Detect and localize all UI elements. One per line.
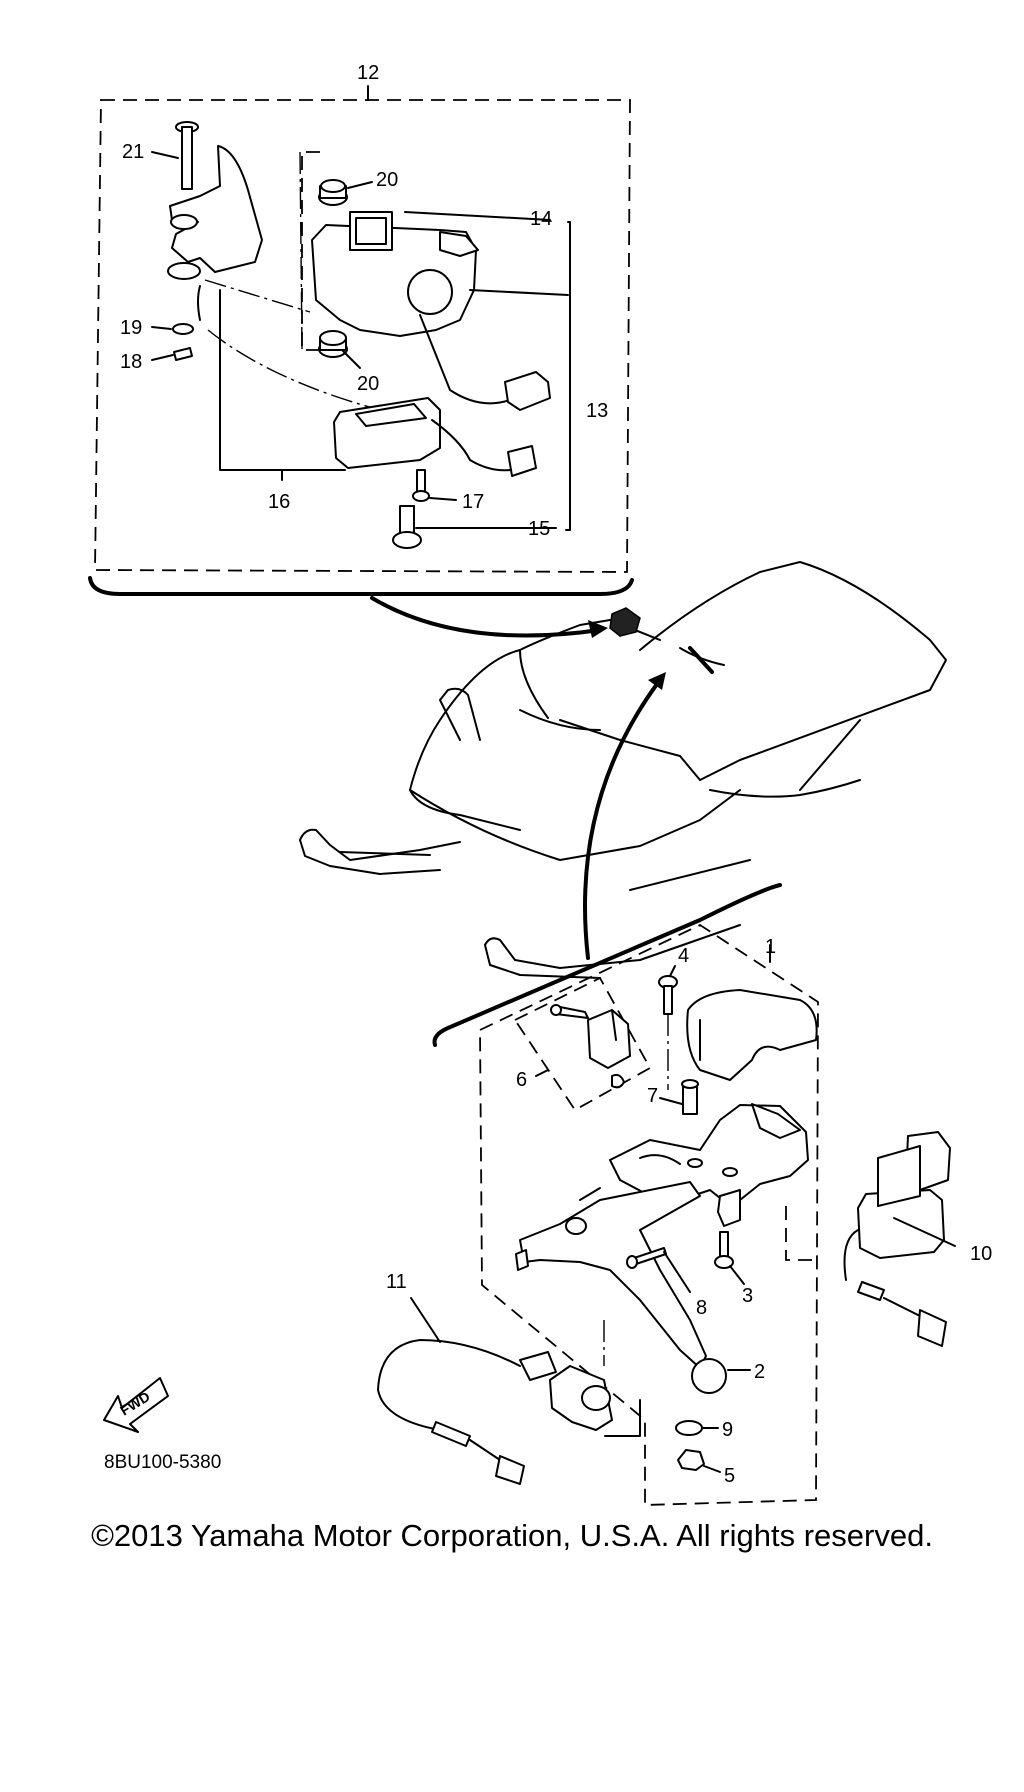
leader-20-upper bbox=[347, 181, 373, 189]
assembly-1-bracket bbox=[432, 883, 782, 1047]
bracket-9-5 bbox=[604, 1399, 641, 1437]
diagram-code: 8BU100-5380 bbox=[104, 1452, 221, 1473]
washer-19 bbox=[172, 323, 194, 335]
callout-16: 16 bbox=[268, 491, 290, 513]
leader-3 bbox=[729, 1265, 745, 1285]
nut-5 bbox=[677, 1449, 705, 1471]
callout-15: 15 bbox=[528, 518, 550, 540]
bolt-15 bbox=[392, 505, 422, 549]
bracket-16 bbox=[219, 289, 346, 471]
collar-7 bbox=[681, 1079, 699, 1115]
callout-19: 19 bbox=[120, 317, 142, 339]
assembly-alignment-line bbox=[204, 279, 311, 313]
nut-20-lower bbox=[318, 330, 348, 358]
leader-18 bbox=[151, 354, 174, 361]
relay-10 bbox=[843, 1131, 951, 1347]
callout-10: 10 bbox=[970, 1243, 992, 1265]
leader-19 bbox=[151, 326, 172, 330]
callout-4: 4 bbox=[678, 945, 689, 967]
leader-6 bbox=[535, 1069, 549, 1077]
callout-11: 11 bbox=[386, 1271, 407, 1293]
leader-10 bbox=[893, 1217, 956, 1247]
leader-21 bbox=[151, 151, 179, 159]
leader-7 bbox=[659, 1097, 683, 1105]
brake-lever-2 bbox=[515, 1181, 727, 1394]
switch-box-16 bbox=[333, 397, 537, 477]
arrow-to-upper-mount bbox=[370, 596, 602, 638]
copyright-notice: ©2013 Yamaha Motor Corporation, U.S.A. A… bbox=[91, 1518, 933, 1553]
arrow-to-lower-mount bbox=[583, 678, 662, 960]
throttle-screw-6 bbox=[550, 1004, 589, 1019]
assembly-12-boundary bbox=[94, 99, 631, 573]
lever-switch-11 bbox=[377, 1339, 613, 1485]
screw-17 bbox=[412, 469, 430, 502]
leader-14 bbox=[404, 211, 551, 221]
callout-7: 7 bbox=[647, 1085, 658, 1107]
spring-6 bbox=[611, 1073, 625, 1089]
snowmobile-outline bbox=[299, 561, 947, 979]
mount-point-marker bbox=[609, 607, 641, 637]
callout-21: 21 bbox=[122, 141, 144, 163]
assembly-6-boundary bbox=[513, 976, 652, 1112]
callout-3: 3 bbox=[742, 1285, 753, 1307]
callout-20-upper: 20 bbox=[376, 169, 398, 191]
nut-20-upper bbox=[318, 179, 348, 206]
leader-4 bbox=[669, 965, 676, 977]
callout-14: 14 bbox=[530, 208, 552, 230]
callout-13: 13 bbox=[586, 400, 608, 422]
callout-12: 12 bbox=[357, 62, 379, 84]
throttle-block-6 bbox=[587, 1009, 631, 1069]
handle-bracket bbox=[167, 145, 263, 321]
callout-6: 6 bbox=[516, 1069, 527, 1091]
callout-20-lower: 20 bbox=[357, 373, 379, 395]
callout-2: 2 bbox=[754, 1361, 765, 1383]
assembly-12-bracket bbox=[88, 576, 634, 596]
bolt-21 bbox=[175, 121, 199, 190]
switch-housing-14 bbox=[311, 211, 551, 411]
lever-housing bbox=[609, 1103, 809, 1227]
bolt-3 bbox=[714, 1231, 734, 1269]
callout-17: 17 bbox=[462, 491, 484, 513]
leader-20-lower bbox=[341, 349, 361, 369]
leader-14b bbox=[469, 289, 569, 296]
screw-4 bbox=[658, 975, 678, 1015]
leader-5 bbox=[703, 1465, 721, 1473]
leader-8 bbox=[663, 1251, 691, 1293]
bracket-13 bbox=[565, 221, 571, 531]
callout-1: 1 bbox=[765, 936, 776, 958]
assembly-1-boundary bbox=[479, 923, 819, 1506]
callout-18: 18 bbox=[120, 351, 142, 373]
lock-washer-18 bbox=[173, 347, 193, 361]
leader-17 bbox=[429, 497, 457, 501]
callout-5: 5 bbox=[724, 1465, 735, 1487]
forward-direction-badge: FWD bbox=[103, 1377, 169, 1433]
washer-9 bbox=[675, 1420, 703, 1436]
throttle-cover bbox=[686, 989, 818, 1081]
callout-8: 8 bbox=[696, 1297, 707, 1319]
leader-11 bbox=[410, 1297, 441, 1343]
callout-9: 9 bbox=[722, 1419, 733, 1441]
